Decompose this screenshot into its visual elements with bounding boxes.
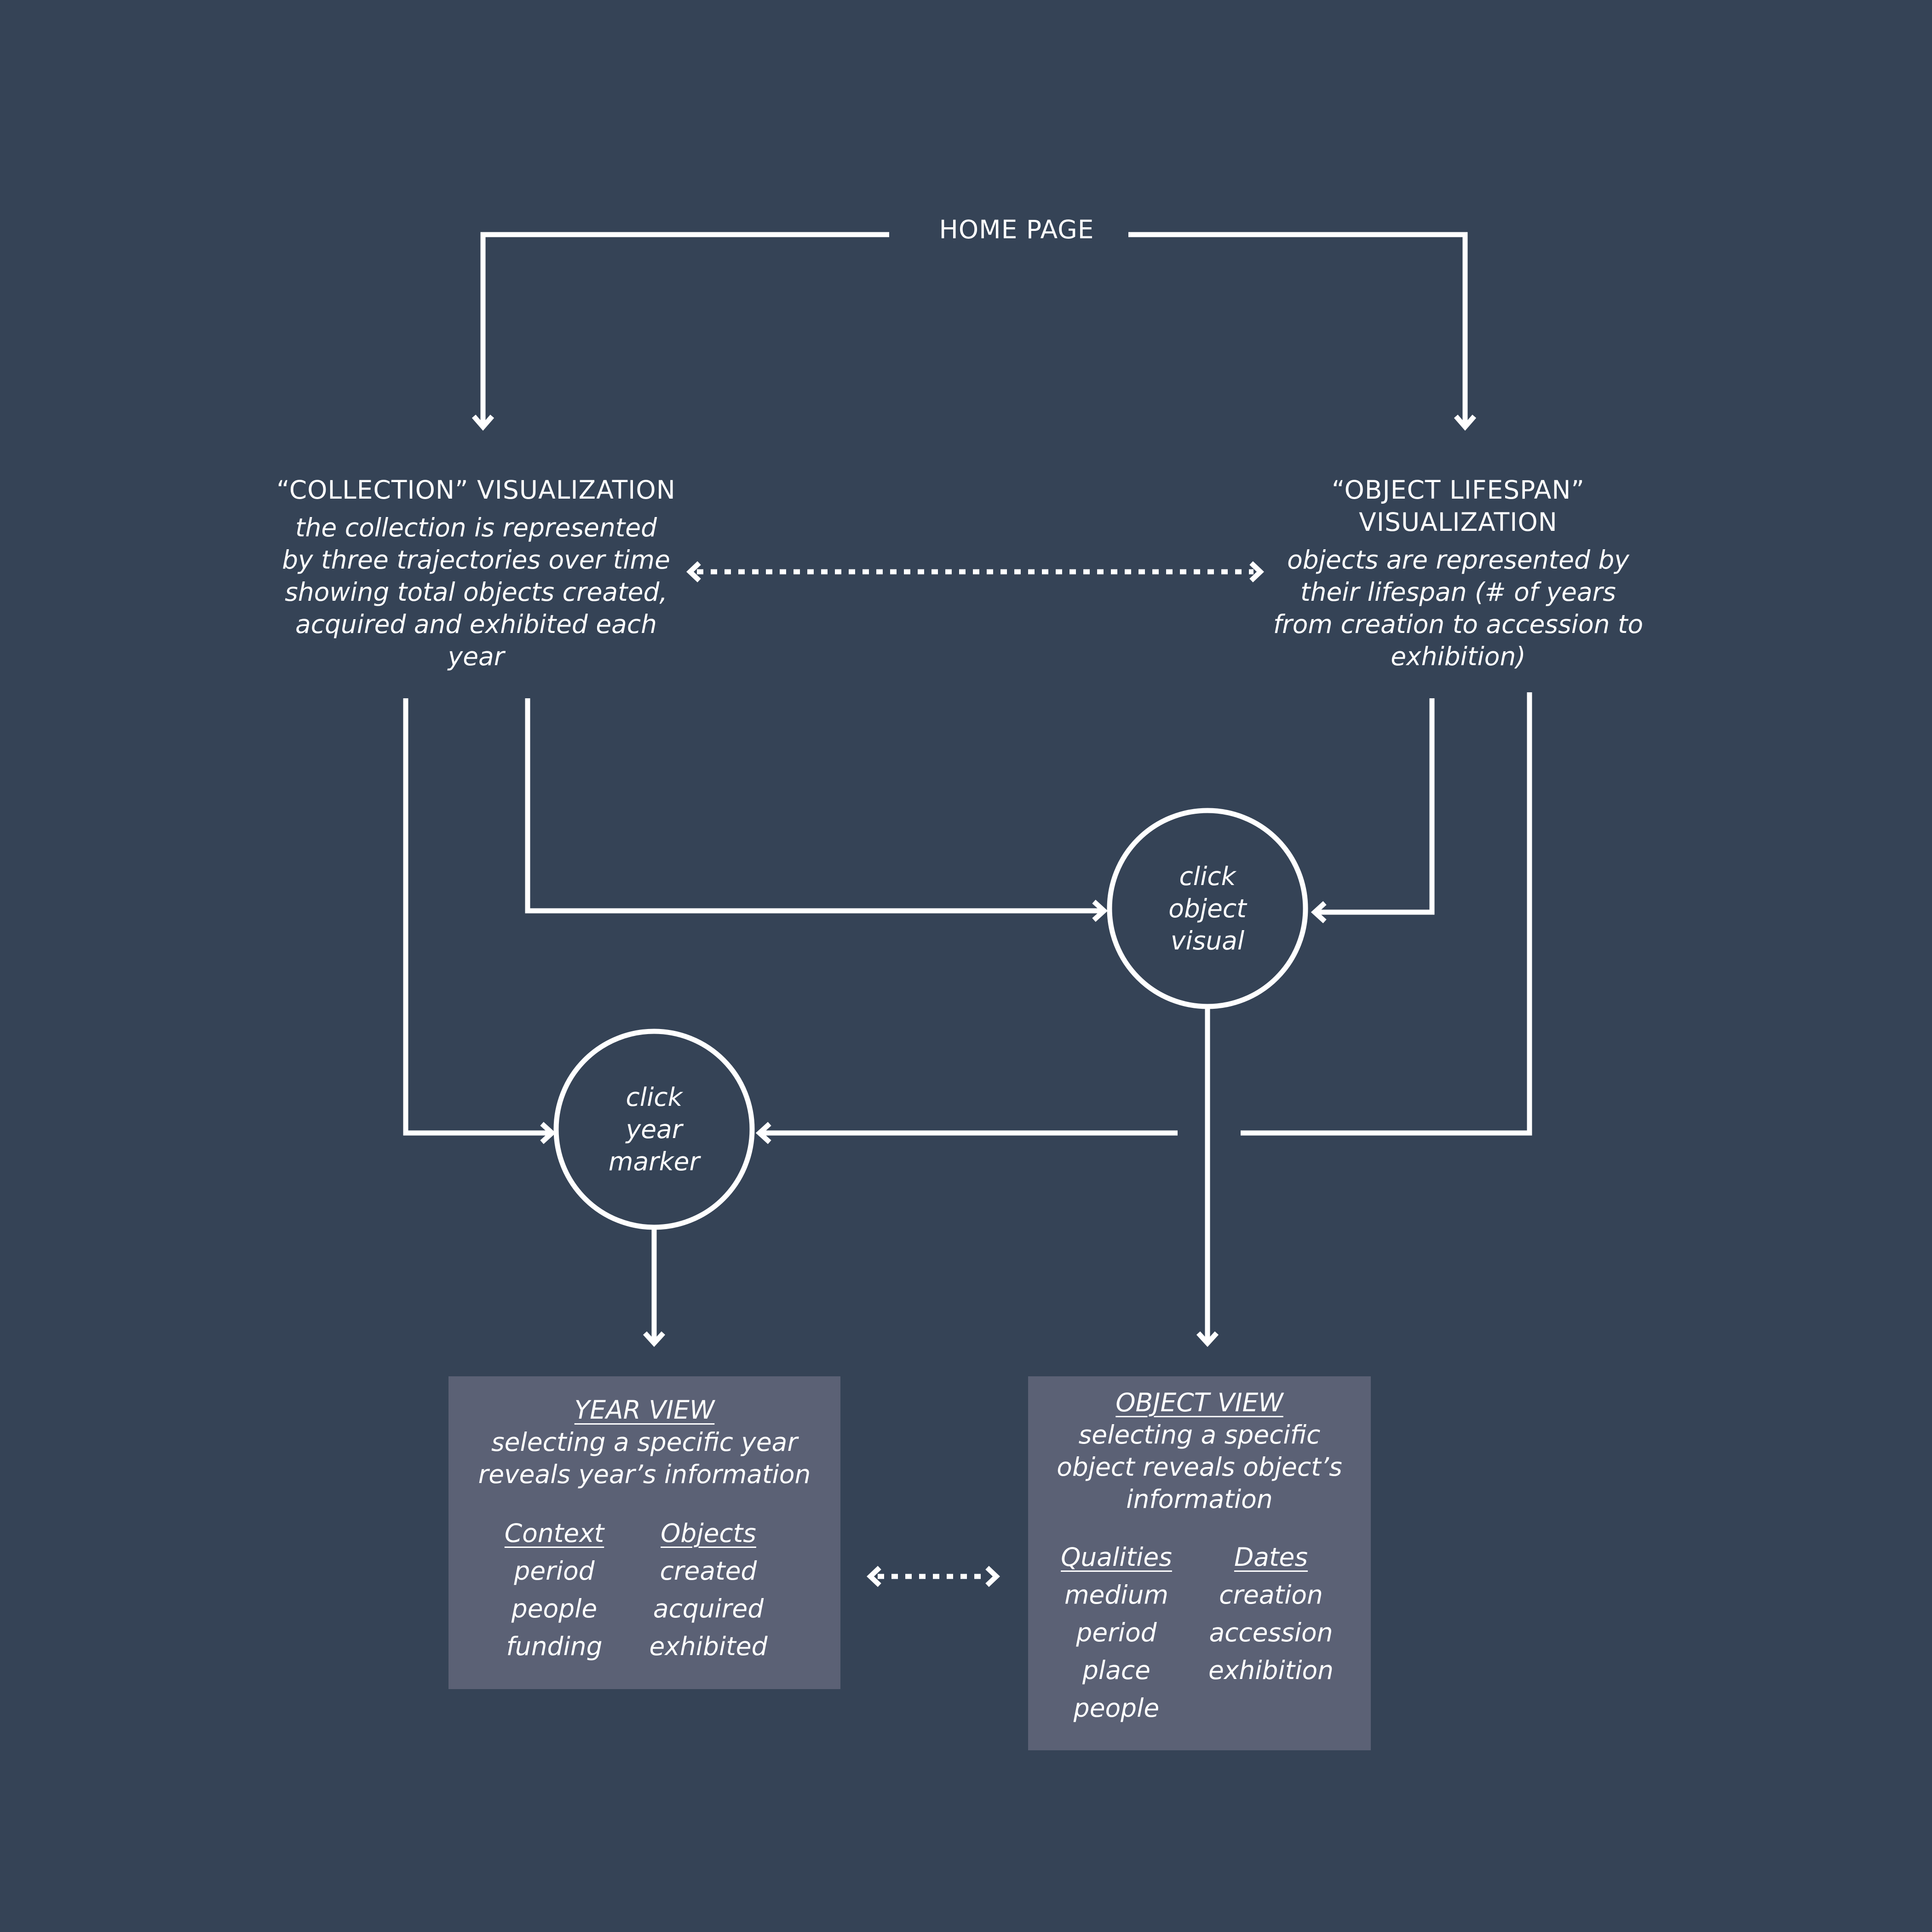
year-view-description-line-1: selecting a specific year bbox=[491, 1427, 798, 1457]
click-year-line-1: click bbox=[626, 1082, 683, 1112]
connector-collection-to-click-year bbox=[403, 698, 550, 1136]
list-item: accession bbox=[1209, 1618, 1333, 1647]
click-year-line-2: year bbox=[626, 1115, 683, 1144]
list-item: exhibited bbox=[649, 1632, 768, 1661]
object-view-qualities-heading: Qualities bbox=[1061, 1542, 1172, 1572]
arrowhead-click-object-right-in bbox=[1311, 901, 1327, 924]
list-item: place bbox=[1082, 1656, 1150, 1685]
arrowhead-click-object-left-in bbox=[1092, 899, 1108, 922]
click-object-line-3: visual bbox=[1170, 926, 1245, 955]
connector-home-to-lifespan bbox=[1128, 232, 1468, 423]
lifespan-description-line-1: objects are represented by bbox=[1287, 545, 1629, 575]
object-view-description-line-1: selecting a specific bbox=[1078, 1420, 1321, 1449]
home-page-title: HOME PAGE bbox=[939, 215, 1094, 244]
object-view-qualities-column: Qualities medium period place people bbox=[1047, 1538, 1185, 1727]
lifespan-description-line-2: their lifespan (# of years bbox=[1300, 577, 1616, 607]
lifespan-description-line-3: from creation to accession to bbox=[1273, 610, 1644, 639]
year-view-objects-column: Objects created acquired exhibited bbox=[639, 1514, 777, 1665]
lifespan-title-line-1: “OBJECT LIFESPAN” bbox=[1331, 475, 1585, 505]
collection-visualization-node: “COLLECTION” VISUALIZATION the collectio… bbox=[258, 474, 695, 673]
arrowhead-click-year-left-in bbox=[540, 1121, 556, 1144]
dotted-arrowhead-left-bottom bbox=[867, 1566, 881, 1587]
arrowhead-lifespan-down bbox=[1454, 414, 1477, 431]
collection-description-line-5: year bbox=[448, 642, 505, 671]
click-object-circle bbox=[1107, 808, 1308, 1009]
year-view-box: YEAR VIEW selecting a specific year reve… bbox=[448, 1376, 840, 1689]
object-view-description-line-2: object reveals object’s bbox=[1057, 1452, 1342, 1482]
click-object-visual-node: click object visual bbox=[1125, 860, 1290, 957]
list-item: acquired bbox=[653, 1594, 764, 1623]
collection-description-line-2: by three trajectories over time bbox=[282, 545, 670, 575]
collection-description-line-3: showing total objects created, bbox=[285, 577, 667, 607]
list-item: medium bbox=[1064, 1580, 1169, 1610]
year-view-context-column: Context period people funding bbox=[485, 1514, 623, 1665]
collection-description-line-1: the collection is represented bbox=[295, 513, 657, 542]
dotted-arrowhead-left-top bbox=[686, 561, 701, 582]
arrowhead-collection-down bbox=[472, 414, 494, 431]
dotted-arrowhead-right-bottom bbox=[985, 1566, 1000, 1587]
list-item: period bbox=[1076, 1618, 1157, 1647]
arrowhead-year-view-down bbox=[643, 1331, 666, 1347]
object-view-title: OBJECT VIEW bbox=[1116, 1388, 1283, 1417]
connector-lifespan-to-click-year bbox=[1241, 692, 1532, 1136]
object-view-box: OBJECT VIEW selecting a specific object … bbox=[1028, 1376, 1371, 1750]
connector-lifespan-to-click-object bbox=[1317, 698, 1435, 915]
click-object-line-2: object bbox=[1168, 894, 1247, 923]
list-item: created bbox=[660, 1556, 757, 1586]
year-view-description-line-2: reveals year’s information bbox=[478, 1460, 811, 1489]
year-view-context-heading: Context bbox=[504, 1518, 604, 1548]
collection-description-line-4: acquired and exhibited each bbox=[295, 610, 657, 639]
lifespan-visualization-node: “OBJECT LIFESPAN” VISUALIZATION objects … bbox=[1242, 474, 1674, 673]
list-item: exhibition bbox=[1208, 1656, 1334, 1685]
connector-home-to-collection bbox=[480, 232, 889, 423]
year-view-title: YEAR VIEW bbox=[574, 1395, 715, 1425]
home-page-label: HOME PAGE bbox=[915, 213, 1118, 246]
object-view-dates-heading: Dates bbox=[1234, 1542, 1308, 1572]
object-view-description-line-3: information bbox=[1126, 1484, 1273, 1514]
year-view-objects-heading: Objects bbox=[661, 1518, 756, 1548]
click-year-circle bbox=[553, 1029, 755, 1230]
arrowhead-click-year-right-in bbox=[755, 1121, 771, 1144]
list-item: period bbox=[514, 1556, 595, 1586]
click-year-line-3: marker bbox=[608, 1147, 700, 1176]
arrowhead-object-view-down bbox=[1196, 1331, 1219, 1347]
click-year-marker-node: click year marker bbox=[571, 1081, 737, 1178]
click-object-line-1: click bbox=[1179, 862, 1236, 891]
dotted-arrowhead-right-top bbox=[1249, 561, 1264, 582]
list-item: funding bbox=[506, 1632, 603, 1661]
lifespan-description-line-4: exhibition) bbox=[1391, 642, 1526, 671]
collection-title: “COLLECTION” VISUALIZATION bbox=[276, 475, 676, 505]
list-item: creation bbox=[1219, 1580, 1323, 1610]
list-item: people bbox=[1073, 1693, 1160, 1723]
list-item: people bbox=[511, 1594, 598, 1623]
lifespan-title-line-2: VISUALIZATION bbox=[1359, 507, 1558, 537]
connector-collection-to-click-object bbox=[525, 698, 1102, 914]
object-view-dates-column: Dates creation accession exhibition bbox=[1202, 1538, 1340, 1689]
